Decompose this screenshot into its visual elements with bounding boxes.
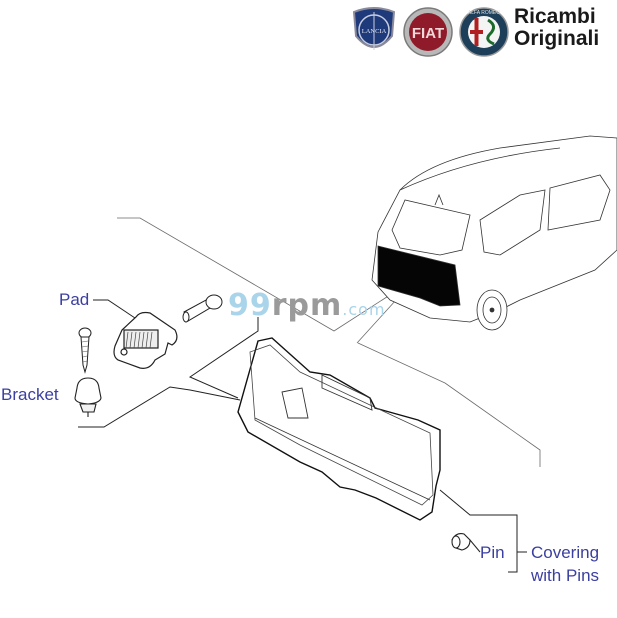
lancia-logo: LANCIA <box>350 6 398 56</box>
label-pin: Pin <box>480 543 505 562</box>
bracket-part <box>74 377 102 417</box>
label-bracket: Bracket <box>1 385 59 404</box>
watermark: 99rpm.com <box>228 288 386 323</box>
bolt-part <box>182 294 223 323</box>
label-covering-line2: with Pins <box>531 566 600 585</box>
leader-lines <box>117 217 541 467</box>
alfa-romeo-logo: ALFA ROMEO <box>458 6 510 58</box>
label-covering-line1: Covering <box>531 543 600 562</box>
fiat-logo: FIAT <box>402 6 454 58</box>
label-pad: Pad <box>59 290 90 309</box>
svg-text:ALFA ROMEO: ALFA ROMEO <box>468 10 500 16</box>
screw-part <box>78 327 92 374</box>
brand-line-2: Originali <box>514 27 600 50</box>
brand-line-1: Ricambi <box>514 5 596 28</box>
brand-title: Ricambi Originali <box>514 6 599 50</box>
svg-text:LANCIA: LANCIA <box>362 28 387 35</box>
svg-text:FIAT: FIAT <box>412 25 444 42</box>
pin-part <box>451 533 471 551</box>
pad-part <box>113 311 178 369</box>
car-drawing <box>371 135 617 331</box>
covering-panel <box>237 337 441 521</box>
